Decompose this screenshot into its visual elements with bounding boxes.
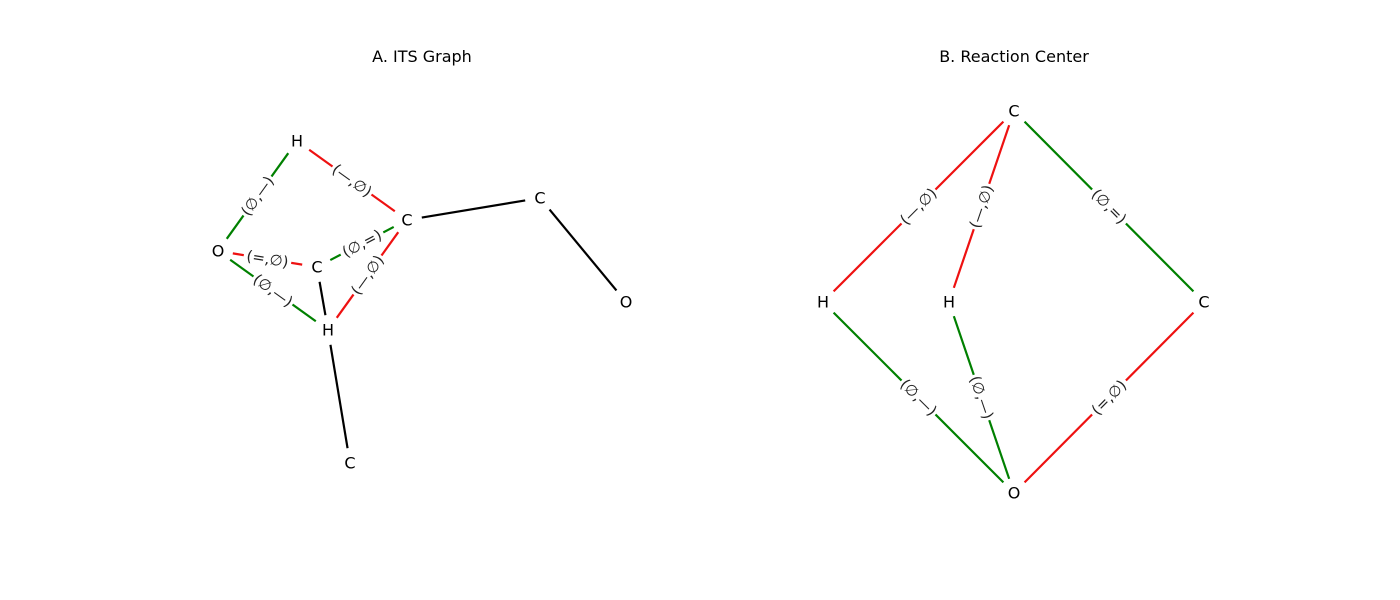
- node-c4: C: [534, 189, 545, 208]
- edge-c2-c4: [421, 199, 526, 219]
- node-c3: C: [344, 454, 355, 473]
- node-o1: O: [212, 242, 225, 261]
- edge-c1-h2: [318, 281, 327, 316]
- node-h1: H: [291, 132, 303, 151]
- node-c2: C: [401, 211, 412, 230]
- panel-b-title: B. Reaction Center: [939, 47, 1089, 66]
- node-cr: C: [1198, 293, 1209, 312]
- node-ob: O: [1008, 484, 1021, 503]
- node-o2: O: [620, 293, 633, 312]
- panel-a-title: A. ITS Graph: [372, 47, 472, 66]
- edge-c4-o2: [548, 208, 618, 292]
- edge-h2-c3: [329, 344, 349, 449]
- node-c1: C: [311, 258, 322, 277]
- node-ct: C: [1008, 102, 1019, 121]
- node-hm: H: [943, 293, 955, 312]
- node-h2: H: [322, 321, 334, 340]
- node-hl: H: [817, 293, 829, 312]
